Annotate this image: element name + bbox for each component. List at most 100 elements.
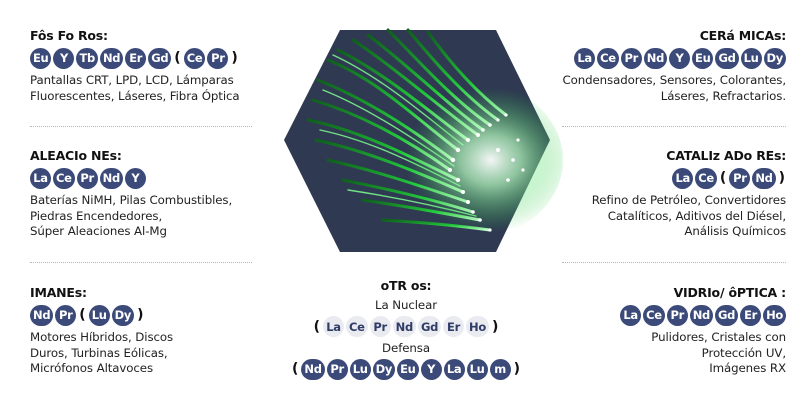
element-chip: La	[574, 47, 596, 69]
divider-left-top	[30, 126, 252, 127]
section-title: CATALIz ADo REs:	[666, 148, 786, 163]
element-chips: La Ce ( Pr Nd )	[520, 167, 786, 189]
element-chip: La	[30, 167, 51, 189]
section-aleaciones: ALEACIo NEs: La Ce Pr Nd Y Baterías NiMH…	[30, 148, 290, 240]
element-chip: Dy	[372, 358, 396, 380]
open-paren: (	[292, 361, 299, 377]
element-chip: Gd	[417, 316, 442, 337]
element-chip: Nd	[689, 304, 713, 326]
section-imanes: IMANEs: Nd Pr ( Lu Dy ) Motores Híbridos…	[30, 285, 290, 377]
description-line: Piedras Encendedores,	[30, 208, 163, 223]
open-paren: (	[719, 170, 727, 186]
element-chip: Lu	[740, 47, 762, 69]
element-chip: Ho	[466, 316, 489, 337]
element-chip: Gd	[715, 47, 739, 69]
element-chip: Nd	[643, 47, 668, 69]
element-chips: Eu Y Tb Nd Er Gd ( Ce Pr )	[30, 47, 290, 69]
section-title: CERá MICAs:	[699, 28, 787, 43]
description-line: Micrófonos Altavoces	[30, 361, 154, 375]
divider-right-top	[562, 126, 786, 127]
description-line: Análisis Químicos	[684, 224, 786, 238]
section-description: Motores Híbridos, Discos Duros, Turbinas…	[30, 330, 290, 377]
element-chip: Tb	[76, 47, 98, 69]
element-chip: Lu	[349, 358, 371, 380]
description-line: Motores Híbridos, Discos	[30, 330, 174, 344]
description-line: Baterías NiMH, Pilas Combustibles,	[30, 193, 233, 207]
element-chip: Er	[443, 316, 465, 337]
element-chip: La	[672, 167, 694, 189]
element-chip: Er	[740, 304, 762, 326]
element-chips: La Ce Pr Nd Y	[30, 167, 290, 189]
element-chip: Ce	[597, 47, 619, 69]
element-chip: Nd	[30, 304, 54, 326]
section-vidrio-optica: VIDRIo/ ôPTICA : La Ce Pr Nd Gd Er Ho Pu…	[520, 285, 786, 377]
section-description: Pantallas CRT, LPD, LCD, Lámparas Fluore…	[30, 73, 290, 104]
element-chip: Y	[420, 358, 442, 380]
element-chip: Lu	[88, 304, 110, 326]
element-chip: La	[443, 358, 465, 380]
element-chip: Ce	[695, 167, 717, 189]
element-chip: Pr	[369, 316, 391, 337]
element-chip: Nd	[99, 167, 123, 189]
section-title: VIDRIo/ ôPTICA :	[673, 285, 787, 300]
element-chips: La Ce Pr Nd Y Eu Gd Lu Dy	[520, 47, 786, 69]
description-line: Fluorescentes, Láseres, Fibra Óptica	[30, 88, 240, 103]
element-chip: Y	[124, 167, 146, 189]
section-title: Fôs Fo Ros:	[30, 28, 108, 43]
element-chips: Nd Pr ( Lu Dy )	[30, 304, 290, 326]
element-chip: Ho	[763, 304, 786, 326]
section-title: oTR os:	[380, 278, 432, 293]
element-chips-defensa: ( Nd Pr Lu Dy Eu Y La Lu m )	[270, 358, 542, 380]
section-description: Condensadores, Sensores, Colorantes, Lás…	[520, 73, 787, 104]
description-line: Condensadores, Sensores, Colorantes,	[562, 73, 787, 87]
element-chip: Ce	[346, 316, 368, 337]
element-chip: Gd	[148, 47, 172, 69]
section-otros: oTR os: La Nuclear ( La Ce Pr Nd Gd Er H…	[270, 278, 542, 380]
element-chip: Dy	[763, 47, 786, 69]
description-line: Pantallas CRT, LPD, LCD, Lámparas	[30, 73, 234, 87]
element-chip: Pr	[666, 304, 688, 326]
element-chip: Pr	[620, 47, 642, 69]
element-chips: La Ce Pr Nd Gd Er Ho	[520, 304, 786, 326]
section-ceramicas: CERá MICAs: La Ce Pr Nd Y Eu Gd Lu Dy Co…	[520, 28, 787, 104]
element-chip: Eu	[692, 47, 714, 69]
element-chip: Pr	[207, 47, 229, 69]
element-chip: Er	[125, 47, 147, 69]
element-chips-nuclear: ( La Ce Pr Nd Gd Er Ho )	[270, 316, 542, 338]
open-paren: (	[313, 318, 321, 335]
element-chip: Nd	[752, 167, 776, 189]
open-paren: (	[174, 50, 181, 66]
section-description: Pulidores, Cristales con Protección UV, …	[520, 330, 786, 377]
element-chip: Eu	[397, 358, 419, 380]
element-chip: Eu	[30, 47, 52, 69]
element-chip: La	[620, 304, 642, 326]
element-chip: Pr	[55, 304, 77, 326]
element-chip: Pr	[326, 358, 348, 380]
element-chip: Nd	[301, 358, 325, 380]
element-chip: Ce	[643, 304, 665, 326]
element-chip: Nd	[392, 316, 416, 337]
element-chip: Nd	[99, 47, 124, 69]
element-chip: La	[323, 316, 345, 337]
section-fosforos: Fôs Fo Ros: Eu Y Tb Nd Er Gd ( Ce Pr ) P…	[30, 28, 290, 104]
description-line: Catalíticos, Aditivos del Diésel,	[607, 208, 786, 223]
element-chip: Dy	[111, 304, 135, 326]
section-title: IMANEs:	[30, 285, 87, 300]
close-paren: )	[513, 361, 520, 377]
section-description: Baterías NiMH, Pilas Combustibles, Piedr…	[30, 193, 290, 240]
element-chip: m	[489, 358, 511, 380]
element-chip: Lu	[466, 358, 488, 380]
close-paren: )	[231, 50, 238, 66]
divider-left-bottom	[30, 262, 252, 263]
close-paren: )	[137, 307, 144, 323]
close-paren: )	[778, 170, 785, 186]
open-paren: (	[79, 307, 86, 323]
element-chip: Ce	[183, 47, 206, 69]
fiber-optic-hexagon-icon	[268, 20, 568, 260]
element-chip: Y	[669, 47, 691, 69]
section-catalizadores: CATALIz ADo REs: La Ce ( Pr Nd ) Refino …	[520, 148, 786, 240]
description-line: Láseres, Refractarios.	[660, 88, 786, 103]
description-line: Refino de Petróleo, Convertidores	[591, 193, 786, 207]
close-paren: )	[491, 318, 499, 335]
element-chip: Pr	[76, 167, 98, 189]
